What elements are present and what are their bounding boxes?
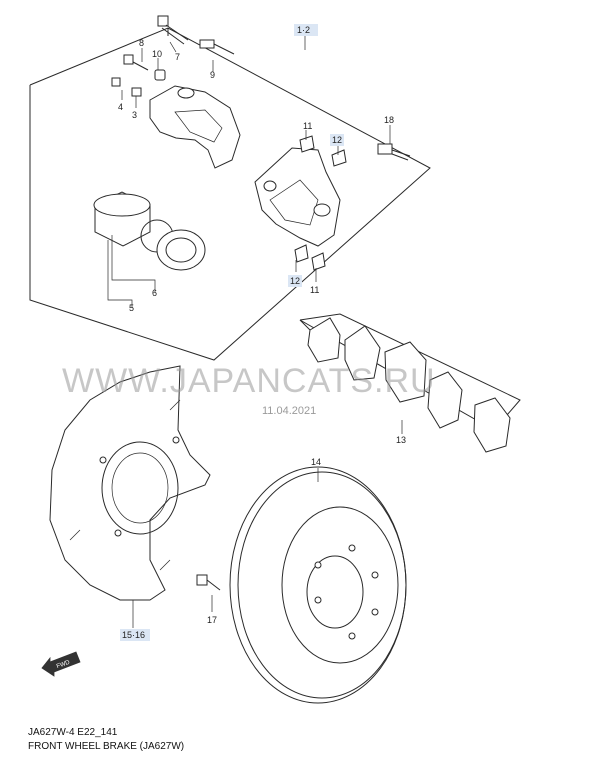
shield-bolt [196,574,221,591]
svg-text:11: 11 [303,121,312,131]
callout-11-upper: 11 [303,121,312,131]
callout-3: 3 [132,110,137,120]
svg-text:12: 12 [290,276,300,286]
guide-pin [199,39,235,55]
callout-6: 6 [152,288,157,298]
callout-14: 14 [311,457,321,467]
caliper-body [254,147,341,247]
svg-text:1·2: 1·2 [297,25,310,35]
dust-shield [49,365,211,601]
callout-15-16: 15·16 [120,629,150,641]
callout-12-lower: 12 [288,275,302,287]
callout-9: 9 [210,70,215,80]
svg-text:10: 10 [152,49,162,59]
callout-7: 7 [175,52,180,62]
callout-4: 4 [118,102,123,112]
guide-pin-bolt [157,15,189,45]
svg-text:12: 12 [332,135,342,145]
bleeder-plug [111,77,142,97]
svg-text:3: 3 [132,110,137,120]
svg-text:11: 11 [310,285,319,295]
brake-disc [229,466,407,704]
watermark-text: WWW.JAPANCATS.RU [62,362,436,400]
callout-11-lower: 11 [310,285,319,295]
callout-8: 8 [139,38,144,48]
caliper-assembly-frame [29,27,431,361]
svg-text:9: 9 [210,70,215,80]
leader-lines [107,36,403,628]
fwd-arrow-icon: FWD [41,651,81,677]
pad-clip-lower [294,244,326,271]
svg-text:17: 17 [207,615,217,625]
callout-10: 10 [152,49,162,59]
svg-text:5: 5 [129,303,134,313]
svg-text:4: 4 [118,102,123,112]
caliper-carrier [149,85,241,169]
callout-12-upper: 12 [330,134,344,146]
bleeder-cap [154,69,166,81]
fwd-label: FWD [56,660,72,671]
bleeder-bolt [123,54,149,71]
watermark-date: 11.04.2021 [262,405,316,417]
svg-text:7: 7 [175,52,180,62]
diagram-code: JA627W-4 E22_141 [28,727,118,738]
diagram-title: FRONT WHEEL BRAKE (JA627W) [28,741,185,752]
svg-text:8: 8 [139,38,144,48]
caliper-mount-bolt [377,143,411,161]
callout-1-2: 1·2 [294,24,318,36]
callout-5: 5 [129,303,134,313]
svg-text:14: 14 [311,457,321,467]
brake-pads [299,313,521,453]
dust-boot [156,229,206,271]
svg-text:13: 13 [396,435,406,445]
callout-18: 18 [384,115,394,125]
callout-17: 17 [207,615,217,625]
svg-text:18: 18 [384,115,394,125]
piston [93,191,151,247]
callout-13: 13 [396,435,406,445]
callout-labels: 1·2 7 8 9 10 4 3 11 12 18 12 11 6 5 13 1… [118,24,406,641]
svg-text:15·16: 15·16 [122,630,145,640]
svg-text:6: 6 [152,288,157,298]
pad-clip-upper [299,135,347,167]
